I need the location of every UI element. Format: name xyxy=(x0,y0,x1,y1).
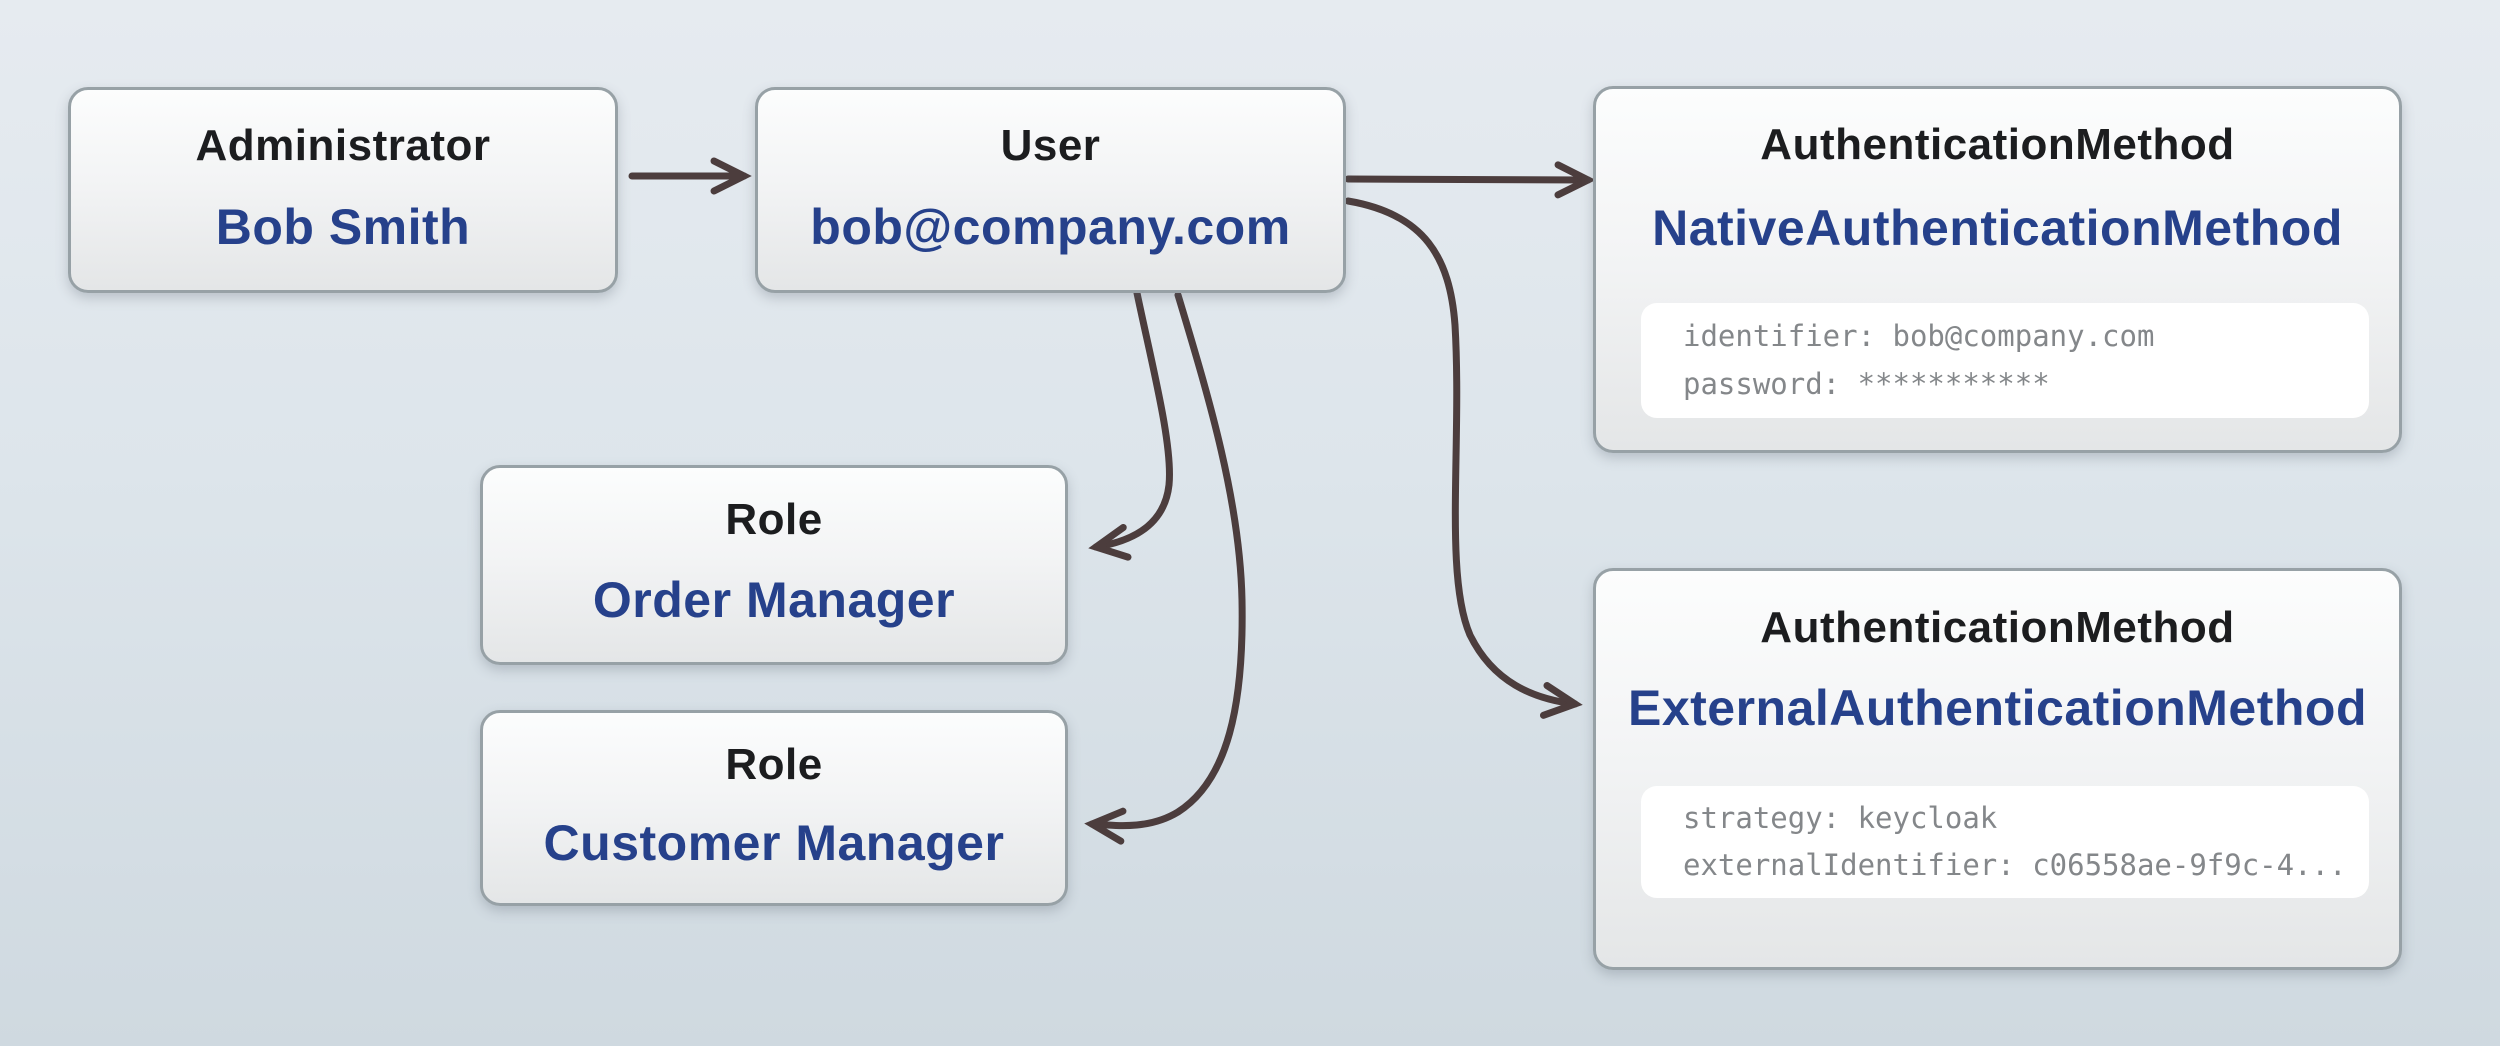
node-user: User bob@company.com xyxy=(755,87,1346,293)
node-type-label: AuthenticationMethod xyxy=(1760,120,2235,169)
node-name-label: NativeAuthenticationMethod xyxy=(1652,200,2343,256)
node-type-label: Administrator xyxy=(195,121,491,170)
attribute-line: externalIdentifier: c06558ae-9f9c-4... xyxy=(1683,848,2347,882)
node-administrator: Administrator Bob Smith xyxy=(68,87,618,293)
attribute-line: identifier: bob@company.com xyxy=(1683,319,2155,353)
edge-user-external-auth xyxy=(1344,197,1583,719)
node-name-label: Bob Smith xyxy=(215,199,471,255)
node-name-label: ExternalAuthenticationMethod xyxy=(1627,680,2368,736)
attributes-panel: strategy: keycloak externalIdentifier: c… xyxy=(1641,786,2369,898)
edge-user-role-order xyxy=(1088,289,1173,561)
node-name-label: Order Manager xyxy=(592,572,956,628)
node-type-label: User xyxy=(1000,121,1101,170)
node-type-label: Role xyxy=(725,495,823,544)
node-authmethod-native: AuthenticationMethod NativeAuthenticatio… xyxy=(1593,86,2402,453)
attributes-panel: identifier: bob@company.com password: **… xyxy=(1641,303,2369,418)
node-type-label: Role xyxy=(725,740,823,789)
edge-user-native-auth xyxy=(1344,161,1596,199)
node-authmethod-external: AuthenticationMethod ExternalAuthenticat… xyxy=(1593,568,2402,970)
node-name-label: bob@company.com xyxy=(810,199,1291,255)
node-name-label: Customer Manager xyxy=(543,815,1005,871)
node-role-customer: Role Customer Manager xyxy=(480,710,1068,906)
attribute-line: password: *********** xyxy=(1683,367,2050,401)
node-type-label: AuthenticationMethod xyxy=(1760,603,2235,652)
attribute-line: strategy: keycloak xyxy=(1683,801,1998,835)
node-role-order: Role Order Manager xyxy=(480,465,1068,665)
edge-user-role-customer xyxy=(1084,291,1246,845)
